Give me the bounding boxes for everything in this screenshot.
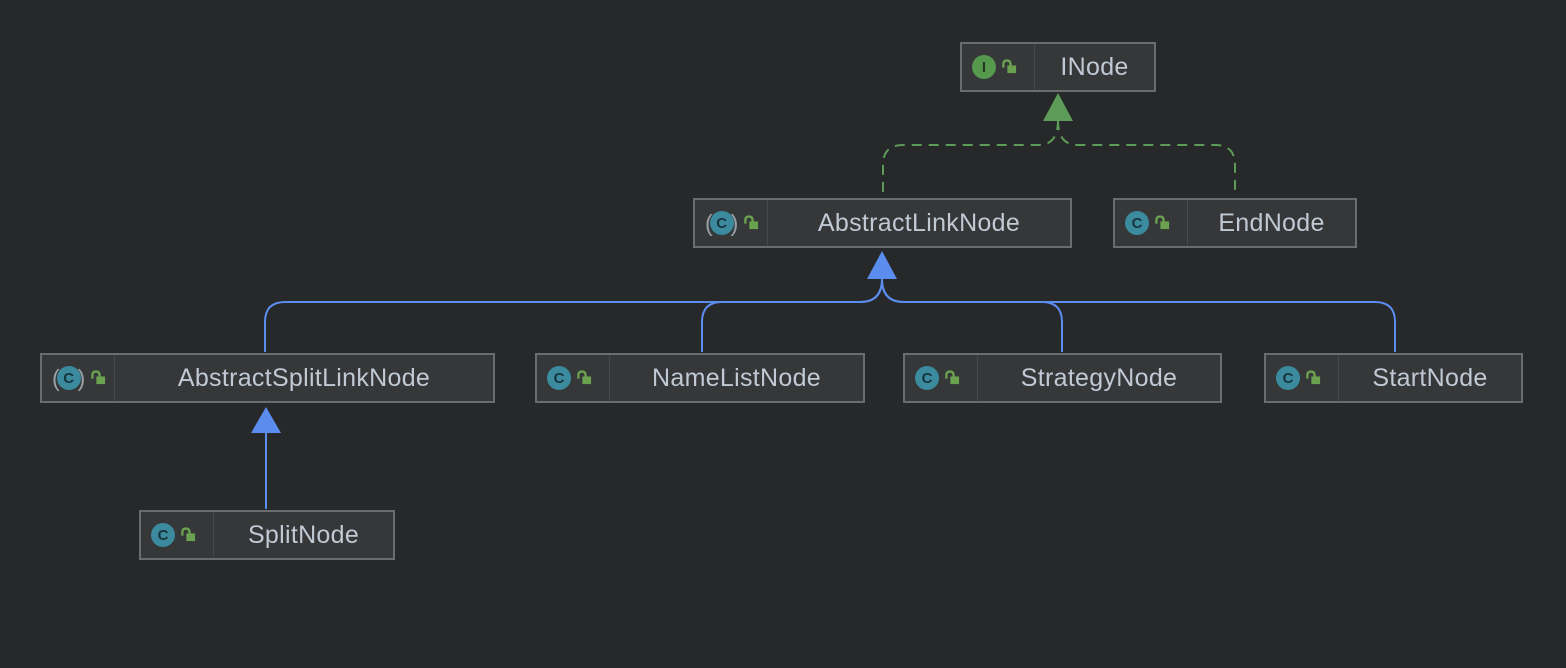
class-node-strategynode[interactable]: C StrategyNode xyxy=(903,353,1222,403)
edge-group-realization xyxy=(882,93,1236,196)
public-lock-icon xyxy=(945,369,960,384)
node-header-divider xyxy=(213,512,214,558)
class-icon: C xyxy=(1276,366,1300,390)
class-node-abstractlinknode[interactable]: ( C ) AbstractLinkNode xyxy=(693,198,1072,248)
inheritance-arrowhead-icon xyxy=(251,407,281,433)
public-lock-icon xyxy=(91,369,106,384)
class-node-splitnode[interactable]: C SplitNode xyxy=(139,510,395,560)
class-icon: C xyxy=(151,523,175,547)
node-icons: C xyxy=(905,355,977,401)
public-lock-icon xyxy=(181,526,196,541)
class-name-label: StartNode xyxy=(1372,363,1488,392)
node-icons: ( C ) xyxy=(695,200,767,246)
public-lock-icon xyxy=(1306,369,1321,384)
node-icons: C xyxy=(1115,200,1187,246)
class-node-inode[interactable]: I INode xyxy=(960,42,1156,92)
node-icons: I xyxy=(962,44,1034,90)
edge-endnode-inode[interactable] xyxy=(1057,119,1236,196)
public-lock-icon xyxy=(744,214,759,229)
inheritance-arrowhead-icon xyxy=(867,251,897,279)
edge-strategynode-abstractlinknode[interactable] xyxy=(881,278,1063,352)
edge-startnode-abstractlinknode[interactable] xyxy=(881,278,1396,352)
node-header-divider xyxy=(1034,44,1035,90)
class-name-label: SplitNode xyxy=(247,520,360,549)
node-header-divider xyxy=(1187,200,1188,246)
abstract-class-icon: ( C ) xyxy=(52,364,86,391)
abstract-class-icon: ( C ) xyxy=(705,209,739,236)
class-name-label: INode xyxy=(1060,52,1129,81)
class-name-label: StrategyNode xyxy=(1020,363,1178,392)
class-node-abstractsplitlinknode[interactable]: ( C ) AbstractSplitLinkNode xyxy=(40,353,495,403)
node-icons: C xyxy=(141,512,213,558)
edge-abstractlinknode-inode[interactable] xyxy=(882,119,1059,196)
edge-namelistnode-abstractlinknode[interactable] xyxy=(701,278,883,352)
class-name-label: AbstractLinkNode xyxy=(817,208,1021,237)
class-node-startnode[interactable]: C StartNode xyxy=(1264,353,1523,403)
edge-abstractsplitlinknode-abstractlinknode[interactable] xyxy=(264,278,883,352)
public-lock-icon xyxy=(577,369,592,384)
class-icon: C xyxy=(547,366,571,390)
node-header-divider xyxy=(1338,355,1339,401)
realization-arrowhead-icon xyxy=(1043,93,1073,121)
edge-group-inheritance xyxy=(251,251,1396,509)
node-header-divider xyxy=(609,355,610,401)
class-node-namelistnode[interactable]: C NameListNode xyxy=(535,353,865,403)
node-icons: C xyxy=(537,355,609,401)
public-lock-icon xyxy=(1155,214,1170,229)
class-name-label: AbstractSplitLinkNode xyxy=(177,363,431,392)
node-header-divider xyxy=(114,355,115,401)
public-lock-icon xyxy=(1002,58,1017,73)
class-icon: C xyxy=(1125,211,1149,235)
class-name-label: NameListNode xyxy=(652,363,821,392)
class-node-endnode[interactable]: C EndNode xyxy=(1113,198,1357,248)
node-icons: ( C ) xyxy=(42,355,114,401)
interface-icon: I xyxy=(972,55,996,79)
node-icons: C xyxy=(1266,355,1338,401)
class-name-label: EndNode xyxy=(1218,208,1325,237)
node-header-divider xyxy=(977,355,978,401)
node-header-divider xyxy=(767,200,768,246)
class-icon: C xyxy=(915,366,939,390)
